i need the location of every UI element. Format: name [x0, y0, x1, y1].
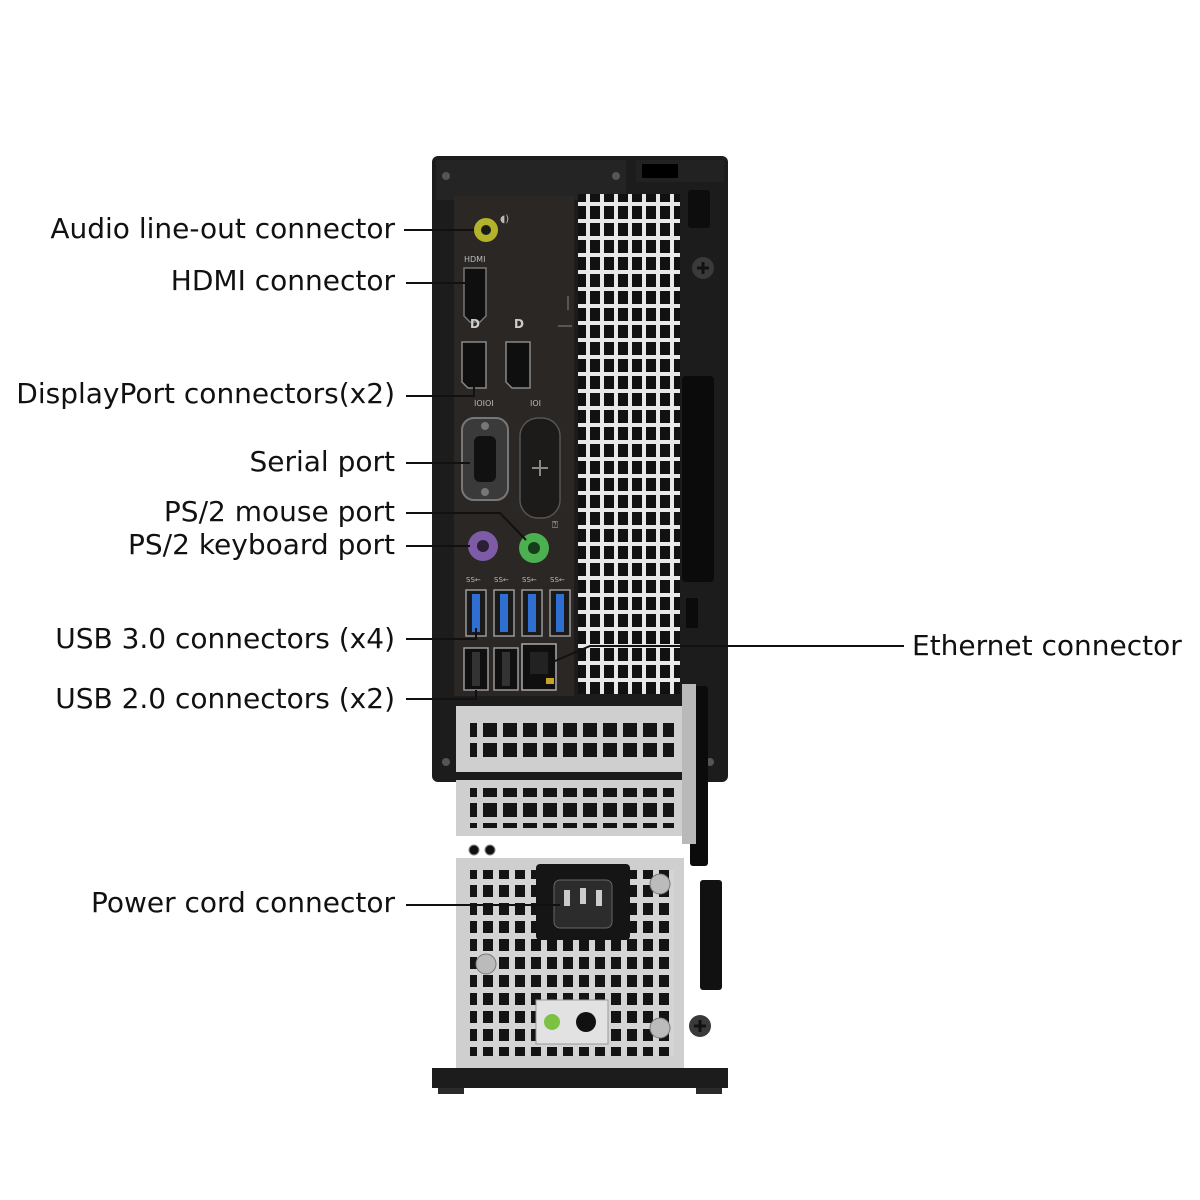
svg-text:D: D: [470, 317, 480, 331]
serial-marking: IOIOI: [474, 399, 494, 408]
leader-usb2: [406, 690, 477, 700]
callout-usb2: USB 2.0 connectors (x2): [55, 682, 395, 715]
svg-text:⍰: ⍰: [552, 520, 558, 531]
usb3-marking-1: SS←: [466, 576, 481, 584]
psu-test-button: [576, 1012, 596, 1032]
callout-ethernet: Ethernet connector: [912, 629, 1182, 662]
usb3-marking-4: SS←: [550, 576, 565, 584]
callout-audio-line-out: Audio line-out connector: [50, 212, 395, 245]
callout-serial: Serial port: [249, 445, 395, 478]
usb3-marking-3: SS←: [522, 576, 537, 584]
svg-text:◖): ◖): [500, 214, 509, 225]
leader-ethernet: [547, 645, 904, 665]
usb3-marking-2: SS←: [494, 576, 509, 584]
parallel-marking: IOI: [530, 399, 541, 408]
leader-usb3: [406, 628, 477, 640]
hdmi-marking: HDMI: [464, 255, 485, 264]
svg-text:D: D: [514, 317, 524, 331]
hdmi-port: [463, 267, 487, 323]
leader-displayport: [406, 386, 475, 397]
callout-usb3: USB 3.0 connectors (x4): [55, 622, 395, 655]
callout-power: Power cord connector: [90, 886, 395, 919]
callout-hdmi: HDMI connector: [170, 264, 395, 297]
callout-displayport: DisplayPort connectors(x2): [16, 377, 395, 410]
leader-lines: [404, 229, 904, 906]
psu-status-led: [544, 1014, 560, 1030]
leader-ps2-mouse: [406, 512, 527, 541]
callout-ps2-mouse: PS/2 mouse port: [163, 495, 395, 528]
top-vent: [578, 194, 680, 694]
displayport-port-2: [505, 341, 531, 389]
displayport-port-1: [461, 341, 487, 389]
side-latch: [682, 376, 714, 582]
callout-ps2-keyboard: PS/2 keyboard port: [128, 528, 395, 561]
